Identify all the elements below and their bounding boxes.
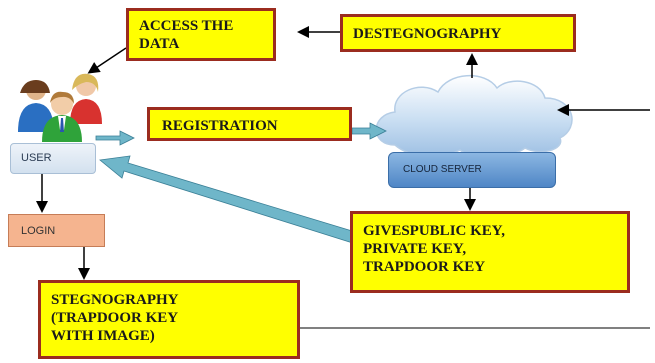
registration-box: REGISTRATION [147,107,352,141]
cloud-server-node: CLOUD SERVER [388,152,556,188]
stegnography-box: STEGNOGRAPHY (TRAPDOOR KEY WITH IMAGE) [38,280,300,359]
destegnography-box: DESTEGNOGRAPHY [340,14,576,52]
cloud-icon [375,75,573,158]
login-node: LOGIN [8,214,105,247]
arrow-user-to-registration [95,130,135,146]
arrow-keys-to-user [99,155,363,245]
keys-box: GIVESPUBLIC KEY, PRIVATE KEY, TRAPDOOR K… [350,211,630,293]
access-data-box: ACCESS THE DATA [126,8,276,61]
user-node: USER [10,143,96,174]
users-group-icon [18,73,102,142]
arrow-registration-to-cloud [351,122,387,140]
arrow-to-users [87,47,127,74]
